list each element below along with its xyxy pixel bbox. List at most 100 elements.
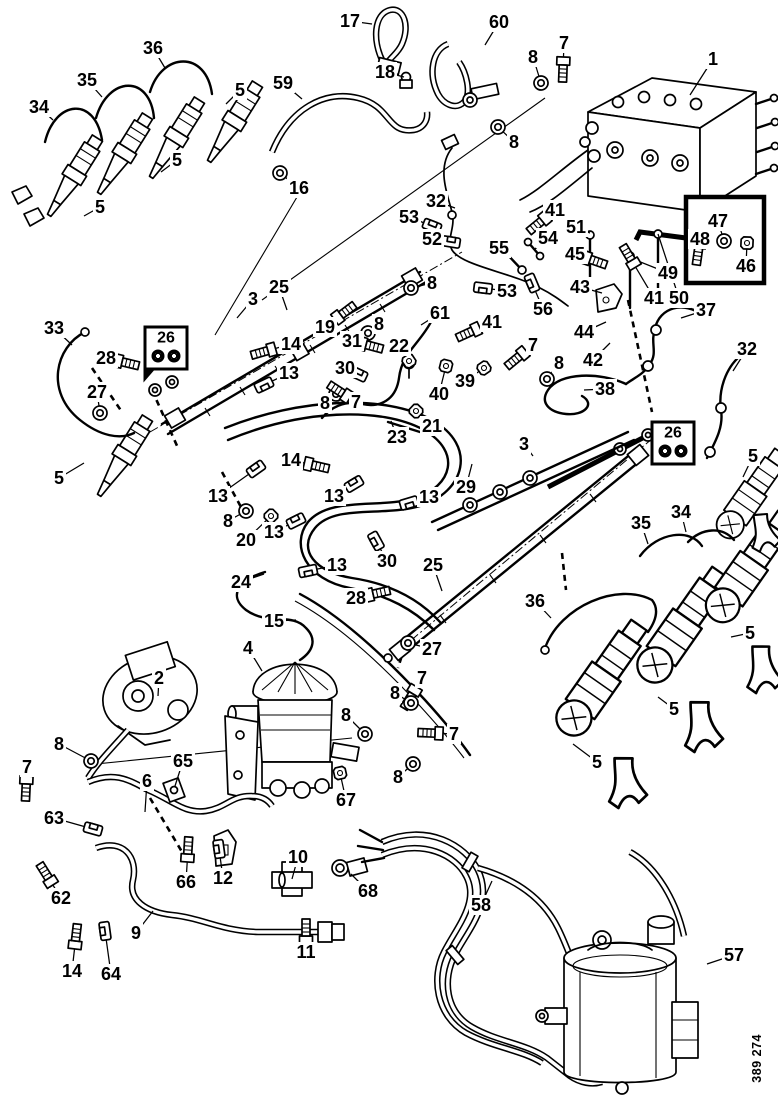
callout-label: 4 [242, 638, 254, 658]
callout-label: 13 [263, 522, 285, 542]
clamp-part-icon [244, 458, 268, 480]
callout-label: 36 [524, 591, 546, 611]
loop-hose-17 [372, 6, 413, 89]
callout-3: 3 [516, 434, 532, 454]
callout-label: 66 [175, 872, 197, 892]
callout-7: 7 [446, 724, 462, 744]
callout-label: 64 [100, 964, 122, 984]
o-ring-icon [658, 444, 672, 458]
callout-label: 7 [527, 335, 539, 355]
callout-25: 25 [266, 277, 292, 297]
callout-label: 8 [340, 705, 352, 725]
jumper-pipe-34b [686, 529, 736, 544]
filter-head-4 [224, 661, 360, 801]
callout-67: 67 [333, 790, 359, 810]
callout-5: 5 [51, 468, 67, 488]
nut-part-icon [331, 764, 349, 782]
jumper-pipe-34 [43, 107, 104, 144]
callout-label: 52 [421, 229, 443, 249]
callout-39: 39 [452, 371, 478, 391]
callout-label: 46 [735, 256, 757, 276]
callout-38: 38 [592, 379, 618, 399]
callout-label: 2 [153, 668, 165, 688]
clamp-part-icon [97, 920, 113, 942]
callout-label: 8 [53, 734, 65, 754]
callout-35: 35 [628, 513, 654, 533]
callout-18: 18 [372, 62, 398, 82]
callout-13: 13 [321, 486, 347, 506]
callout-label: 27 [86, 382, 108, 402]
callout-label: 49 [657, 263, 679, 283]
callout-65: 65 [170, 751, 196, 771]
callout-label: 12 [212, 868, 234, 888]
callout-label: 8 [508, 132, 520, 152]
callout-57: 57 [721, 945, 747, 965]
callout-label: 5 [171, 150, 183, 170]
callout-label: 54 [537, 228, 559, 248]
callout-label: 6 [141, 771, 153, 791]
bolt-part-icon [555, 55, 571, 84]
injection-pump-1 [519, 77, 778, 213]
callout-label: 8 [527, 47, 539, 67]
callout-13: 13 [324, 555, 350, 575]
callout-label: 30 [334, 358, 356, 378]
callout-19: 19 [312, 317, 338, 337]
callout-8: 8 [371, 314, 387, 334]
callout-46: 46 [733, 256, 759, 276]
callout-label: 5 [744, 623, 756, 643]
ring-part-icon [402, 753, 424, 775]
callout-7: 7 [556, 33, 572, 53]
callout-14: 14 [59, 961, 85, 981]
callout-label: 47 [707, 211, 729, 231]
feed-pipe-33 [56, 330, 136, 438]
callout-label: 55 [488, 238, 510, 258]
o-ring-icons [151, 349, 181, 363]
bolt-part-icon [302, 455, 332, 476]
callout-25: 25 [420, 555, 446, 575]
bolt-part-icon [616, 241, 643, 272]
callout-13: 13 [205, 486, 231, 506]
callout-8: 8 [317, 393, 333, 413]
ring-part-icon [91, 404, 109, 422]
callout-48: 48 [687, 229, 713, 249]
callout-label: 35 [76, 70, 98, 90]
callout-label: 5 [668, 699, 680, 719]
callout-label: 22 [388, 336, 410, 356]
pipe-61 [320, 318, 434, 420]
callout-label: 34 [670, 502, 692, 522]
callout-label: 13 [323, 486, 345, 506]
callout-label: 14 [61, 961, 83, 981]
clamp-part-icon [523, 271, 541, 295]
callout-label: 25 [422, 555, 444, 575]
callout-63: 63 [41, 808, 67, 828]
jumper-pipe-36 [148, 60, 214, 96]
bolt-part-icon [416, 725, 445, 741]
callout-5: 5 [169, 150, 185, 170]
callout-label: 8 [373, 314, 385, 334]
callout-53: 53 [494, 281, 520, 301]
callout-1: 1 [705, 49, 721, 69]
callout-37: 37 [693, 300, 719, 320]
callout-41: 41 [542, 200, 568, 220]
callout-41: 41 [479, 312, 505, 332]
callout-30: 30 [332, 358, 358, 378]
callout-label: 3 [518, 434, 530, 454]
callout-label: 7 [448, 724, 460, 744]
callout-label: 8 [426, 273, 438, 293]
callout-label: 61 [429, 303, 451, 323]
callout-55: 55 [486, 238, 512, 258]
callout-label: 53 [496, 281, 518, 301]
callout-label: 11 [296, 942, 316, 962]
callout-label: 7 [21, 757, 33, 777]
callout-32: 32 [423, 191, 449, 211]
callout-label: 13 [278, 363, 300, 383]
callout-label: 41 [544, 200, 566, 220]
callout-label: 8 [222, 511, 234, 531]
callout-label: 23 [386, 427, 408, 447]
callout-label: 33 [43, 318, 65, 338]
callout-label: 28 [95, 348, 117, 368]
callout-34: 34 [26, 97, 52, 117]
callout-label: 13 [418, 487, 440, 507]
callout-label: 63 [43, 808, 65, 828]
